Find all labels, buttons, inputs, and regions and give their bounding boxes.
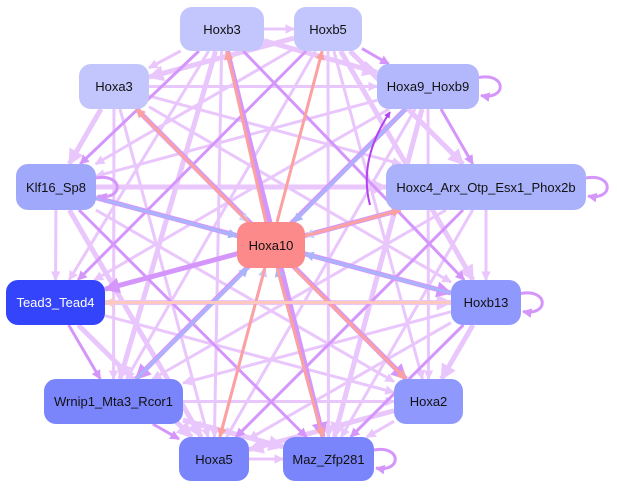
edge-Hoxc4-to-Wrnip1 (151, 208, 447, 381)
edge-Hoxb13-to-Hoxa5 (248, 321, 452, 441)
node-hoxa3[interactable]: Hoxa3 (79, 64, 149, 109)
node-hoxc4[interactable]: Hoxc4_Arx_Otp_Esx1_Phox2b (386, 164, 586, 210)
node-label: Tead3_Tead4 (16, 295, 95, 310)
edge-Klf16_Sp8-to-Hoxa2 (95, 208, 395, 383)
edge-Hoxb5-to-Hoxa3 (147, 35, 295, 82)
node-hoxa2[interactable]: Hoxa2 (394, 379, 463, 424)
edge-Hoxb13-to-Hoxa2 (439, 323, 476, 381)
edge-Hoxa2-to-Maz_Zfp281 (365, 420, 395, 439)
edge-Hoxb5-to-Wrnip1 (125, 50, 317, 380)
edge-Wrnip1-to-Hoxa10 (135, 266, 249, 381)
edge-curved (365, 111, 391, 206)
node-label: Hoxa9_Hoxb9 (386, 79, 470, 94)
edge-Hoxa10-to-Hoxa2 (293, 266, 407, 381)
edge-Hoxa9_Hoxb9-to-Hoxa10 (292, 107, 407, 224)
edge-Hoxa10-to-Hoxb3 (224, 50, 268, 223)
edge-Hoxa10-to-Hoxb5 (275, 50, 325, 223)
node-wrnip1[interactable]: Wrnip1_Mta3_Rcor1 (44, 379, 183, 424)
edge-Hoxb13-to-Wrnip1 (182, 310, 452, 386)
edge-Hoxa10-to-Maz_Zfp281 (275, 267, 325, 438)
edge-Hoxb5-to-Hoxa9_Hoxb9 (361, 47, 390, 66)
node-klf16-sp8[interactable]: Klf16_Sp8 (16, 164, 96, 210)
node-label: Hoxa5 (195, 451, 233, 467)
node-label: Hoxc4_Arx_Otp_Esx1_Phox2b (396, 179, 576, 195)
node-label: Hoxb5 (309, 21, 347, 37)
node-label: Hoxb3 (203, 21, 241, 37)
edge-Wrnip1-to-Maz_Zfp281 (182, 417, 285, 451)
node-hoxb13[interactable]: Hoxb13 (451, 280, 521, 325)
self-loop-Klf16_Sp8 (95, 175, 119, 203)
edge-Hoxa3-to-Hoxb13 (148, 105, 452, 284)
node-tead3-tead4[interactable]: Tead3_Tead4 (6, 280, 105, 325)
edge-Hoxa9_Hoxb9-to-Klf16_Sp8 (95, 98, 378, 179)
edge-Hoxa9_Hoxb9-to-Hoxc4 (439, 108, 475, 165)
node-label: Hoxb13 (463, 295, 509, 310)
node-label: Hoxa2 (409, 394, 448, 409)
node-label: Klf16_Sp8 (26, 179, 86, 195)
edge-Klf16_Sp8-to-Hoxa10 (95, 196, 238, 239)
edge-Hoxa10-to-Hoxc4 (304, 207, 402, 238)
node-hoxb3[interactable]: Hoxb3 (180, 7, 264, 51)
edge-Hoxa9_Hoxb9-to-Tead3_Tead4 (93, 107, 390, 282)
node-label: Hoxa3 (95, 79, 133, 94)
node-hoxa10[interactable]: Hoxa10 (237, 222, 305, 268)
node-label: Hoxa10 (248, 237, 294, 253)
edge-Tead3_Tead4-to-Wrnip1 (67, 324, 102, 380)
edge-Tead3_Tead4-to-Hoxa2 (104, 314, 395, 395)
self-loop-Hoxb13 (520, 291, 544, 318)
node-label: Maz_Zfp281 (292, 451, 365, 467)
node-hoxa9-hoxb9[interactable]: Hoxa9_Hoxb9 (377, 64, 479, 109)
edge-Hoxb3-to-Hoxa3 (148, 49, 182, 70)
edge-Hoxa10-to-Hoxa5 (217, 267, 267, 438)
node-hoxb5[interactable]: Hoxb5 (294, 7, 362, 51)
node-hoxa5[interactable]: Hoxa5 (179, 437, 249, 481)
self-loop-Hoxc4 (585, 175, 609, 203)
node-label: Wrnip1_Mta3_Rcor1 (54, 394, 173, 409)
self-loop-Maz_Zfp281 (373, 447, 397, 475)
edge-Hoxb13-to-Hoxa10 (304, 251, 452, 295)
edge-Wrnip1-to-Hoxa5 (152, 422, 180, 441)
node-maz-zfp281[interactable]: Maz_Zfp281 (283, 437, 374, 481)
edge-Hoxb3-to-Hoxa5 (209, 50, 224, 438)
edge-Hoxb3-to-Hoxb13 (242, 49, 466, 282)
edge-Hoxa9_Hoxb9-to-Hoxa5 (225, 108, 417, 438)
self-loop-Hoxa9_Hoxb9 (478, 75, 502, 102)
edge-Hoxa3-to-Klf16_Sp8 (67, 107, 104, 166)
edge-Hoxa10-to-Hoxa3 (135, 107, 250, 224)
